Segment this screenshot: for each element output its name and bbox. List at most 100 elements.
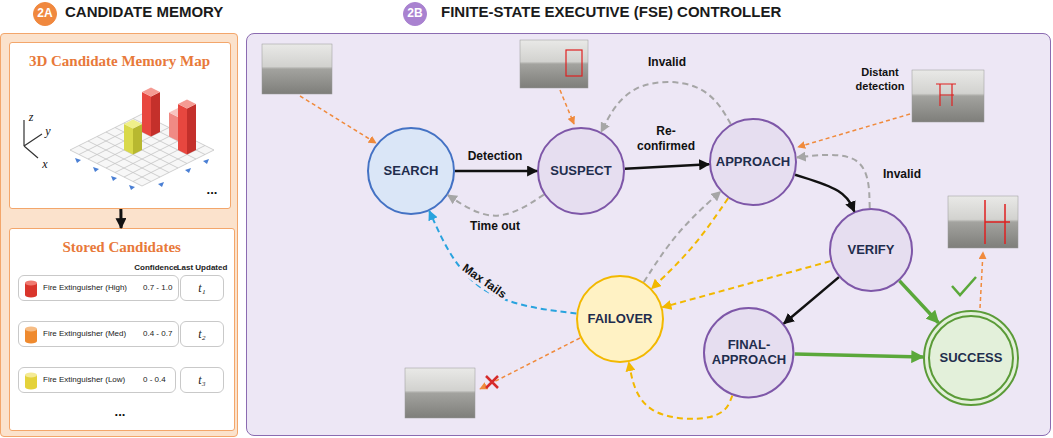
transition-arrow [795,175,854,212]
candidate-bar [178,104,187,155]
candidate-bar [178,113,187,142]
box-text: 0.7 - 1.0 [143,283,172,293]
cylinder-icon [25,375,37,390]
candidate-bar [169,113,178,142]
circle-ring [830,209,912,291]
photo-leader [980,252,983,308]
candidate-row: Fire Extinguisher (Med) 0.4 - 0.7 [18,321,179,347]
candidate-bar [142,88,160,97]
box-text: Stored Candidates [62,238,181,256]
candidate-row: Fire Extinguisher (Low) 0 - 0.4 [18,367,176,393]
check-mark [952,277,976,295]
text-slot: FINITE-STATE EXECUTIVE (FSE) CONTROLLER [441,3,781,21]
transition-label: Max fails [457,259,510,302]
state-name: FAILOVER [587,312,652,327]
transition-arrow [784,277,839,323]
box-text: Fire Extinguisher (Med) [43,329,126,339]
text-slot: Fire Extinguisher (Low) [43,375,125,385]
box-text: t₃ [198,373,206,387]
state-name: SUCCESS [940,351,1003,366]
state-name: 2B [407,7,422,21]
transition-arrow [644,192,721,282]
transition-arrow [625,164,709,168]
detection-box [985,200,1010,244]
box-text: Confidence [134,263,178,273]
label-slot: y [45,124,50,138]
transition-arrow [119,209,122,228]
photo-leader [560,90,574,124]
box-text: CANDIDATE MEMORY [65,3,223,21]
text-slot: t₁ [198,281,206,295]
state-circle: APPROACH [709,118,797,206]
label-slot: Time out [468,219,522,233]
transition-arrow [448,195,544,216]
candidate-bar [124,120,142,129]
transition-arrow [455,170,537,173]
photo-leader [480,338,580,389]
memory-map-box: 3D Candidate Memory Map [9,42,231,209]
timestamp-cell: t₂ [180,321,224,347]
box-text: 0.4 - 0.7 [143,329,172,339]
label-slot: ... [115,404,126,420]
detection-box [936,84,956,106]
connectors [121,82,939,419]
label-slot: Re-confirmed [635,124,697,154]
text-slot: 0.4 - 0.7 [143,329,172,339]
axis-label: x [42,157,47,171]
state-circle: FAILOVER [576,275,664,363]
timestamp-cell: t₁ [180,275,224,301]
text-slot: Fire Extinguisher (Med) [43,329,126,339]
circle-ring [924,311,1018,405]
text-slot: 3D Candidate Memory Map [29,52,210,70]
transition-arrow [662,261,830,307]
camera-photo [912,70,984,122]
candidate-bar [151,92,160,137]
state-name: FINAL-APPROACH [709,338,789,368]
state-circle: SUSPECT [537,127,625,215]
panel: FINITE-STATE EXECUTIVE (FSE) CONTROLLERS… [246,33,1051,436]
camera-photo [405,368,475,418]
axis-label: z [29,110,34,124]
box-text: Fire Extinguisher (High) [43,283,127,293]
state-name: VERIFY [848,243,895,258]
cross-mark [486,376,498,388]
camera-photo [948,196,1018,248]
photo-caption: Distant detection [856,66,905,94]
state-name: SEARCH [384,164,439,179]
section-badge: 2B [403,2,427,26]
circle-ring [34,3,57,26]
box-text: t₁ [198,281,206,295]
axis-label: y [45,124,50,138]
candidate-bar [187,104,196,155]
state-circle: VERIFY [829,208,913,292]
axis-lines [24,120,42,158]
text-slot: t₂ [198,327,206,341]
transition-arrow [795,354,923,357]
text-slot: t₃ [198,373,206,387]
transition-label: Re-confirmed [635,124,697,154]
cylinder-icon [25,329,37,344]
candidate-bar [142,92,151,137]
state-name: 2A [37,7,52,21]
grid-marker [75,158,209,190]
text-slot: 0.7 - 1.0 [143,283,172,293]
label-slot: ... [207,182,218,198]
ellipsis: ... [115,404,126,420]
box-text: Fire Extinguisher (Low) [43,375,125,385]
panel: CANDIDATE MEMORY3D Candidate Memory MapS… [0,33,238,437]
transition-arrow [629,362,733,419]
transition-arrow [797,155,870,208]
camera-photo [520,40,588,88]
state-circle: FINAL-APPROACH [703,307,794,398]
timestamp-cell: t₃ [180,367,224,393]
candidate-bar [124,124,133,155]
circle-ring [538,128,624,214]
box-text: t₂ [198,327,206,341]
text-slot: 0 - 0.4 [143,375,166,385]
ellipsis: ... [207,182,218,198]
label-slot: Max fails [457,259,510,302]
state-name: SUSPECT [550,164,611,179]
candidate-bar [133,124,142,155]
cylinder-icon [25,373,37,378]
